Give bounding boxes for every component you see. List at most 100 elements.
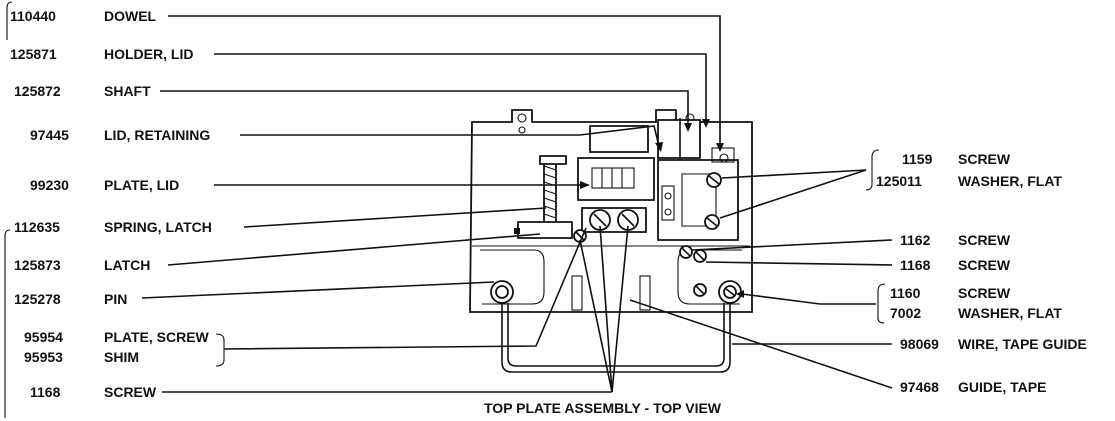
leader-screw-1159 (721, 169, 867, 179)
leader-screw-1160 (741, 293, 876, 305)
group-bracket-top (6, 1, 13, 40)
callout-name: HOLDER, LID (104, 46, 193, 62)
leader-screw-fan (579, 239, 613, 393)
group-bracket-bottom (4, 229, 11, 418)
screw-slot (681, 247, 691, 257)
tape-guide-wire-inner (507, 303, 725, 367)
leader-plate-screw (223, 227, 587, 350)
screw-slot (575, 231, 585, 241)
screw-slot (695, 285, 705, 295)
screw-slot (724, 287, 736, 297)
leader-screw-1162 (691, 239, 893, 251)
leader-dowel (168, 15, 721, 150)
callout-number: 125278 (14, 291, 61, 307)
dowel-hole-icon (517, 113, 527, 123)
callout-number: 1168 (30, 384, 61, 400)
latch-spring-column (543, 159, 557, 231)
callout-name: SCREW (958, 151, 1011, 167)
group-bracket-right-top (865, 149, 880, 191)
callout-name: PIN (104, 291, 127, 307)
callout-name: SPRING, LATCH (104, 219, 212, 235)
leader-arrow (702, 119, 710, 128)
group-bracket-right-bottom (877, 283, 886, 324)
pin-icon (495, 285, 509, 299)
latch-knob (514, 228, 520, 234)
latch-spring-cap (539, 155, 567, 165)
leader-screw-fan (599, 225, 613, 393)
guide-slot (571, 275, 583, 311)
callout-number: 125872 (14, 83, 61, 99)
callout-name: SCREW (958, 257, 1011, 273)
leader-shaft (160, 90, 689, 130)
callout-number: 95953 (24, 349, 63, 365)
callout-name: WIRE, TAPE GUIDE (958, 336, 1087, 352)
callout-number: 110440 (10, 8, 56, 24)
leader-lid-retaining (240, 125, 661, 151)
callout-name: SCREW (958, 232, 1011, 248)
callout-name: WASHER, FLAT (958, 173, 1062, 189)
leader-arrow (684, 123, 692, 132)
callout-name: DOWEL (104, 8, 157, 24)
callout-number: 99230 (30, 177, 69, 193)
leader-spring-latch (243, 207, 547, 228)
screw-slot (621, 213, 635, 227)
leader-guide-tape (629, 299, 893, 389)
callout-number: 125873 (14, 257, 61, 273)
tape-guide-wire (501, 303, 731, 373)
top-plate-drawing (469, 109, 753, 373)
bracket-pin-icon (664, 192, 672, 200)
callout-number: 1162 (900, 232, 931, 248)
callout-name: SCREW (958, 285, 1011, 301)
bracket-slot (661, 185, 675, 221)
callout-number: 125011 (876, 173, 922, 189)
callout-number: 1159 (902, 151, 933, 167)
dowel-block (711, 147, 735, 163)
bracket-plate-screw-shim (215, 333, 225, 367)
leader-arrow (655, 142, 663, 152)
screw-slot (708, 175, 720, 185)
lid-holder (657, 119, 701, 159)
callout-name: SCREW (104, 384, 157, 400)
right-bracket-block (657, 159, 739, 241)
callout-name: PLATE, SCREW (104, 329, 210, 345)
lid-window (591, 167, 635, 189)
leader-latch (167, 233, 541, 266)
bracket-pin-icon (664, 208, 672, 216)
callout-name: LID, RETAINING (104, 127, 210, 143)
leader-pin (141, 281, 495, 299)
leader-screw-1168-right (705, 261, 893, 266)
dowel-hole-icon (518, 126, 526, 134)
callout-name: WASHER, FLAT (958, 305, 1062, 321)
leader-arrow (716, 143, 724, 152)
callout-name: SHIM (104, 349, 139, 365)
callout-number: 7002 (890, 305, 921, 321)
leader-screw-fan (611, 225, 629, 393)
latch-spring-coil (543, 165, 557, 219)
leader-arrow (580, 181, 590, 189)
callout-name: PLATE, LID (104, 177, 179, 193)
left-pocket (480, 249, 545, 305)
callout-name: SHAFT (104, 83, 151, 99)
callout-number: 1160 (890, 285, 921, 301)
leader-lines (141, 15, 893, 393)
guide-slot (639, 275, 651, 311)
left-callout-list: 110440 DOWEL 125871 HOLDER, LID 125872 S… (10, 8, 212, 400)
leader-washer-125011 (719, 169, 867, 219)
lid-plate (577, 157, 655, 201)
callout-number: 1168 (900, 257, 931, 273)
callout-number: 97445 (30, 127, 69, 143)
right-callout-list: 1159 SCREW 125011 WASHER, FLAT 1162 SCRE… (865, 149, 1087, 395)
callout-name: LATCH (104, 257, 150, 273)
callout-number: 98069 (900, 336, 939, 352)
diagram-caption: TOP PLATE ASSEMBLY - TOP VIEW (484, 400, 722, 416)
callout-number: 125871 (10, 46, 57, 62)
screw-slot (695, 251, 705, 261)
leader-arrow (736, 290, 744, 298)
leader-holder-lid (214, 53, 707, 126)
screw-slot (593, 213, 607, 227)
screw-slot (706, 217, 718, 227)
callout-number: 95954 (24, 329, 63, 345)
callout-number: 97468 (900, 379, 939, 395)
callout-number: 112635 (14, 219, 60, 235)
